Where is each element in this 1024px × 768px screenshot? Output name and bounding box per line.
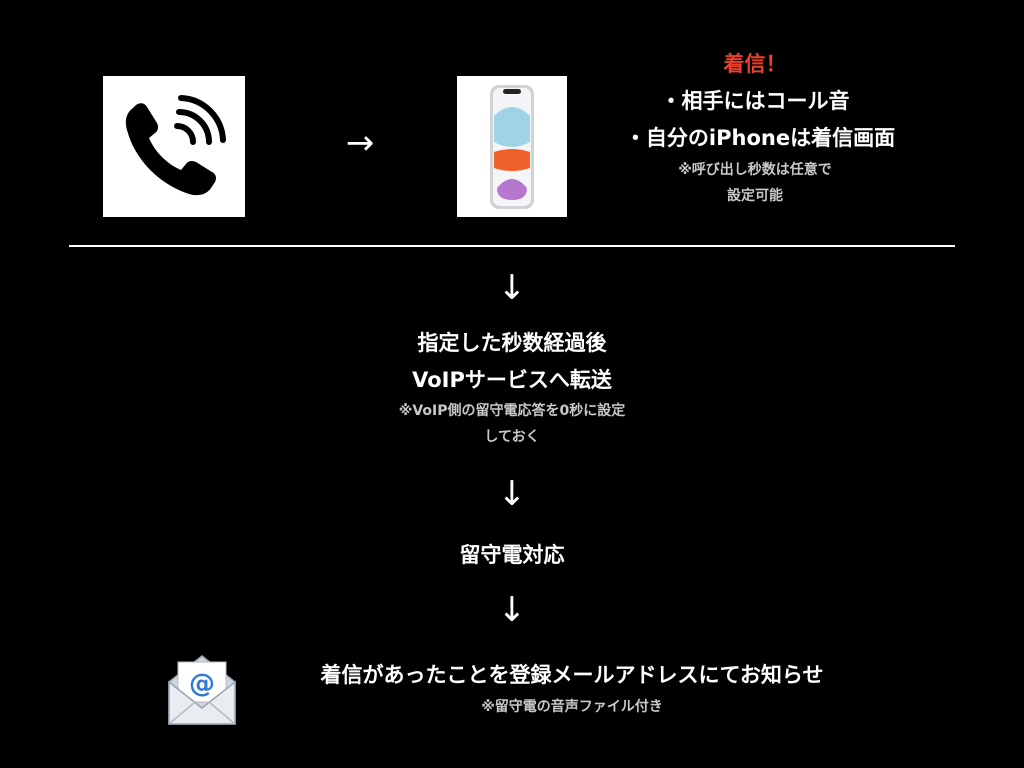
down-arrow-1: ↓ bbox=[497, 268, 527, 308]
step-3-note-1: ※留守電の音声ファイル付き bbox=[481, 699, 663, 715]
right-arrow: → bbox=[345, 123, 375, 163]
mail-icon-wrap: @ bbox=[165, 652, 239, 728]
step-1-note-1: ※VoIP側の留守電応答を0秒に設定 bbox=[398, 403, 626, 419]
phone-tile bbox=[103, 76, 245, 217]
incoming-line-2: ・自分のiPhoneは着信画面 bbox=[624, 126, 896, 150]
email-envelope-icon: @ bbox=[168, 655, 236, 725]
iphone-icon bbox=[490, 85, 534, 209]
down-arrow-3: ↓ bbox=[497, 590, 527, 630]
incoming-line-1: ・相手にはコール音 bbox=[660, 89, 850, 113]
step-3-line-1: 着信があったことを登録メールアドレスにてお知らせ bbox=[320, 663, 824, 687]
incoming-note-1: ※呼び出し秒数は任意で bbox=[678, 162, 832, 178]
step-1-line-1: 指定した秒数経過後 bbox=[417, 331, 607, 355]
svg-text:@: @ bbox=[189, 669, 215, 699]
divider-line bbox=[69, 245, 955, 247]
step-2-line-1: 留守電対応 bbox=[459, 543, 565, 567]
step-1-line-2: VoIPサービスへ転送 bbox=[412, 368, 612, 392]
incoming-note-2: 設定可能 bbox=[727, 188, 783, 204]
iphone-tile bbox=[457, 76, 567, 217]
down-arrow-2: ↓ bbox=[497, 474, 527, 514]
incoming-title: 着信！ bbox=[723, 52, 787, 76]
step-1-note-2: しておく bbox=[484, 429, 540, 445]
phone-ringing-icon bbox=[125, 95, 226, 196]
